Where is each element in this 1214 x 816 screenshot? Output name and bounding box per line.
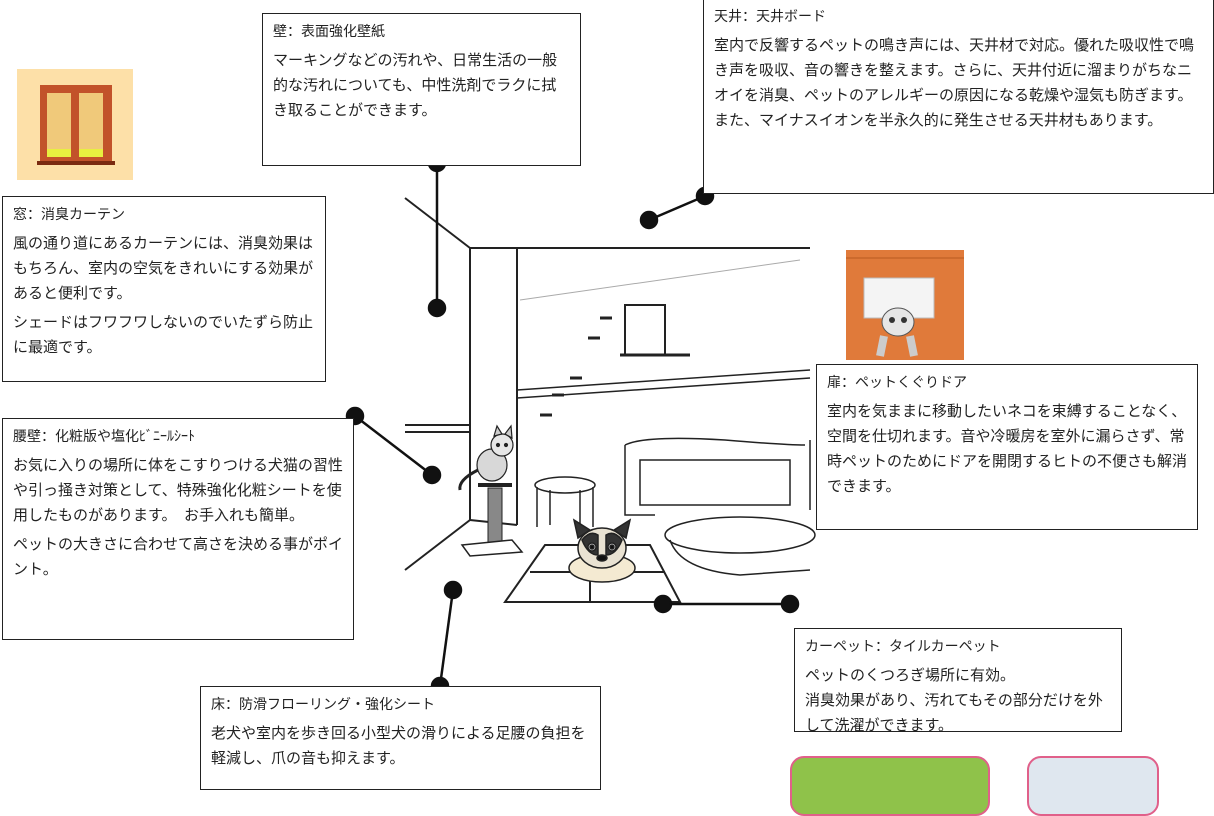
callout-title: 床：防滑フローリング・強化シート <box>211 697 435 713</box>
callout-text: シェードはフワフワしないのでいたずら防止に最適です。 <box>13 313 314 356</box>
cat-illustration <box>458 424 514 491</box>
callout-text: 風の通り道にあるカーテンには、消臭効果はもちろん、室内の空気をきれいにする効果が… <box>13 234 314 302</box>
dog-illustration <box>568 518 636 583</box>
callout-text: ペットのくつろぎ場所に有効。 <box>805 666 1016 684</box>
carpet-photo <box>790 756 990 816</box>
callout-text: マーキングなどの汚れや、日常生活の一般的な汚れについても、中性洗剤でラクに拭き取… <box>273 51 558 119</box>
connector-dot <box>443 580 463 600</box>
callout-text: 室内を気ままに移動したいネコを束縛することなく、空間を仕切れます。音や冷暖房を室… <box>827 402 1188 495</box>
callout-text: ペットの大きさに合わせて高さを決める事がポイント。 <box>13 535 344 578</box>
callout-title: 腰壁：化粧版や塩化ﾋﾞﾆｰﾙｼｰﾄ <box>13 429 195 445</box>
door-callout: 扉：ペットくぐりドア 室内を気ままに移動したいネコを束縛することなく、空間を仕切… <box>816 364 1198 530</box>
callout-text: 老犬や室内を歩き回る小型犬の滑りによる足腰の負担を軽減し、爪の音も抑えます。 <box>211 724 586 767</box>
floor-callout: 床：防滑フローリング・強化シート 老犬や室内を歩き回る小型犬の滑りによる足腰の負… <box>200 686 601 790</box>
curtain-icon <box>17 69 133 180</box>
callout-text: 室内で反響するペットの鳴き声には、天井材で対応。優れた吸収性で鳴き声を吸収、音の… <box>714 36 1195 129</box>
callout-title: 扉：ペットくぐりドア <box>827 375 967 391</box>
connector-dot <box>639 210 659 230</box>
connector-dot <box>427 298 447 318</box>
callout-title: カーペット：タイルカーペット <box>805 639 1001 655</box>
callout-title: 窓：消臭カーテン <box>13 207 125 223</box>
window-callout: 窓：消臭カーテン 風の通り道にあるカーテンには、消臭効果はもちろん、室内の空気を… <box>2 196 326 382</box>
wall-callout: 壁：表面強化壁紙 マーキングなどの汚れや、日常生活の一般的な汚れについても、中性… <box>262 13 581 166</box>
callout-text: 消臭効果があり、汚れてもその部分だけを外して洗濯ができます。 <box>805 691 1103 734</box>
callout-title: 壁：表面強化壁紙 <box>273 24 385 40</box>
pet-door-icon <box>846 250 964 360</box>
connector-dot <box>780 594 800 614</box>
floor-photo <box>1027 756 1159 816</box>
wainscot-callout: 腰壁：化粧版や塩化ﾋﾞﾆｰﾙｼｰﾄ お気に入りの場所に体をこすりつける犬猫の習性… <box>2 418 354 640</box>
ceiling-callout: 天井：天井ボード 室内で反響するペットの鳴き声には、天井材で対応。優れた吸収性で… <box>703 0 1214 194</box>
connector-dot <box>653 594 673 614</box>
callout-text: お気に入りの場所に体をこすりつける犬猫の習性や引っ掻き対策として、特殊強化化粧シ… <box>13 456 343 524</box>
carpet-callout: カーペット：タイルカーペット ペットのくつろぎ場所に有効。 消臭効果があり、汚れ… <box>794 628 1122 734</box>
callout-title: 天井：天井ボード <box>714 9 826 25</box>
connector-dot <box>422 465 442 485</box>
